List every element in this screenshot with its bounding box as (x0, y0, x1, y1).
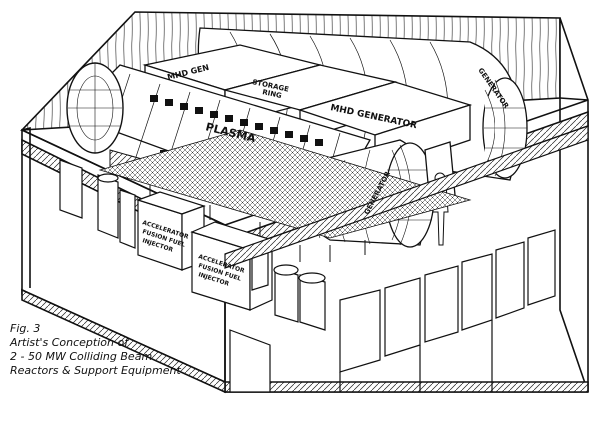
caption-line-3: Reactors & Support Equipment (10, 364, 181, 377)
lower-level (59, 125, 589, 393)
figure-caption: Fig. 3 Artist's Conception of 2 - 50 MW … (10, 322, 270, 378)
right-wall (559, 17, 589, 393)
caption-fig-number: Fig. 3 (10, 322, 41, 335)
caption-line-1: Artist's Conception of (10, 336, 129, 349)
label-storage-bottom: RING (262, 88, 283, 100)
upper-level (66, 27, 528, 262)
caption-line-2: 2 - 50 MW Colliding Beam (10, 350, 153, 363)
